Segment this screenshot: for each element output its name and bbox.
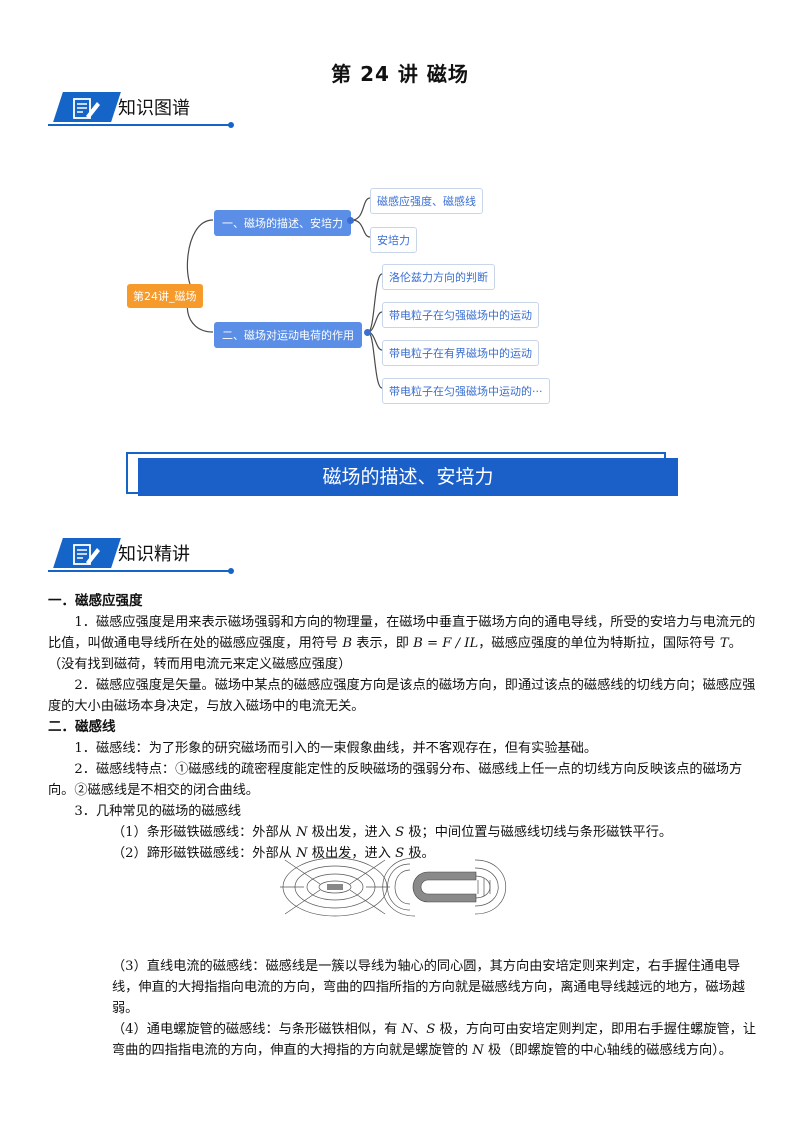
mindmap-root[interactable]: 第24讲_磁场 bbox=[127, 284, 203, 308]
mindmap-leaf[interactable]: 带电粒子在匀强磁场中的运动 bbox=[382, 302, 539, 328]
section-label: 知识图谱 bbox=[118, 98, 190, 119]
paragraph-l3-2: （2）蹄形磁铁磁感线：外部从 N 极出发，进入 S 极。 bbox=[112, 846, 435, 861]
page-title: 第 24 讲 磁场 bbox=[331, 62, 469, 86]
paragraph-b1: 1．磁感应强度是用来表示磁场强弱和方向的物理量，在磁场中垂直于磁场方向的通电导线… bbox=[48, 615, 756, 672]
mindmap-branch-1[interactable]: 一、磁场的描述、安培力 bbox=[214, 210, 351, 236]
mindmap-leaf[interactable]: 带电粒子在有界磁场中的运动 bbox=[382, 340, 539, 366]
notepad-pen-icon bbox=[73, 98, 100, 119]
mindmap-leaf[interactable]: 磁感应强度、磁感线 bbox=[370, 188, 483, 214]
collapse-dot-icon[interactable] bbox=[347, 217, 354, 224]
section-header-lecture: 知识精讲 bbox=[48, 538, 234, 574]
paragraph-l3-1: （1）条形磁铁磁感线：外部从 N 极出发，进入 S 极；中间位置与磁感线切线与条… bbox=[112, 825, 673, 840]
paragraph-b2: 2．磁感应强度是矢量。磁场中某点的磁感应强度方向是该点的磁场方向，即通过该点的磁… bbox=[48, 678, 756, 714]
paragraph-l3-3: （3）直线电流的磁感线：磁感线是一簇以导线为轴心的同心圆，其方向由安培定则来判定… bbox=[112, 959, 745, 1016]
paragraph-l1: 1．磁感线：为了形象的研究磁场而引入的一束假象曲线，并不客观存在，但有实验基础。 bbox=[74, 741, 598, 756]
paragraph-l3: 3．几种常见的磁场的磁感线 bbox=[74, 804, 242, 819]
notepad-pen-icon bbox=[73, 544, 100, 565]
heading-field-lines: 二．磁感线 bbox=[48, 719, 116, 735]
magnet-field-lines-figure bbox=[280, 857, 507, 917]
banner-text: 磁场的描述、安培力 bbox=[138, 458, 678, 496]
mindmap-leaf[interactable]: 洛伦兹力方向的判断 bbox=[382, 264, 495, 290]
mindmap-branch-2[interactable]: 二、磁场对运动电荷的作用 bbox=[214, 322, 362, 348]
mindmap-leaf[interactable]: 带电粒子在匀强磁场中运动的··· bbox=[382, 378, 550, 404]
formula: B = F / IL bbox=[413, 636, 479, 651]
paragraph-l2: 2．磁感线特点：①磁感线的疏密程度能定性的反映磁场的强弱分布、磁感线上任一点的切… bbox=[48, 762, 743, 798]
section-header-map: 知识图谱 bbox=[48, 92, 234, 128]
heading-magnetic-induction: 一．磁感应强度 bbox=[48, 593, 143, 609]
mindmap-leaf[interactable]: 安培力 bbox=[370, 227, 417, 253]
section-label: 知识精讲 bbox=[118, 544, 190, 565]
chapter-banner: 磁场的描述、安培力 bbox=[126, 452, 678, 496]
collapse-dot-icon[interactable] bbox=[364, 329, 371, 336]
paragraph-l3-4: （4）通电螺旋管的磁感线：与条形磁铁相似，有 N、S 极，方向可由安培定则判定，… bbox=[112, 1022, 757, 1058]
